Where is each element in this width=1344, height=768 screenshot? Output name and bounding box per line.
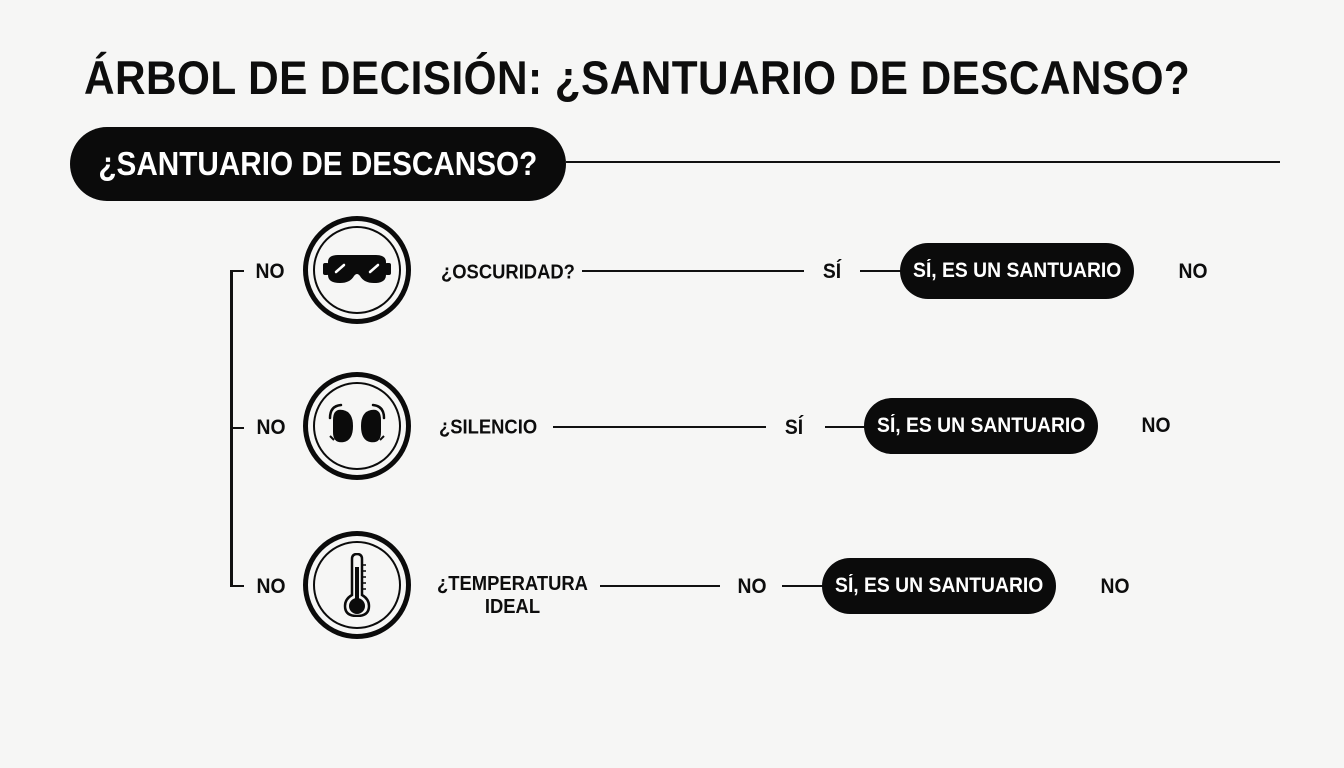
- spine-tick-2: [230, 427, 244, 429]
- row3-line-b: [782, 585, 826, 587]
- row3-line-a: [600, 585, 720, 587]
- page-title: ÁRBOL DE DECISIÓN: ¿SANTUARIO DE DESCANS…: [84, 51, 1191, 104]
- row2-branch-label: SÍ: [784, 416, 804, 439]
- row3-end-label: NO: [1100, 575, 1130, 598]
- row3-icon-circle: [303, 531, 411, 639]
- sleep-mask-icon: [323, 255, 391, 283]
- row1-icon-circle: [303, 216, 411, 324]
- root-connector-line: [566, 161, 1280, 163]
- row1-branch-label: SÍ: [822, 260, 842, 283]
- row2-end-label: NO: [1141, 414, 1171, 437]
- row1-question: ¿OSCURIDAD?: [441, 261, 575, 284]
- row3-branch-label: NO: [737, 575, 767, 598]
- row3-question: ¿TEMPERATURA IDEAL: [437, 573, 588, 619]
- root-node: ¿SANTUARIO DE DESCANSO?: [70, 127, 566, 201]
- spine-tick-3: [230, 585, 244, 587]
- row3-question-line1: ¿TEMPERATURA: [437, 573, 588, 595]
- row2-result-node: SÍ, ES UN SANTUARIO: [864, 398, 1098, 454]
- row3-result-label: SÍ, ES UN SANTUARIO: [834, 574, 1044, 597]
- row2-line-b: [825, 426, 869, 428]
- row1-result-label: SÍ, ES UN SANTUARIO: [912, 259, 1122, 282]
- row2-question: ¿SILENCIO: [439, 416, 538, 439]
- row3-no-label: NO: [256, 575, 286, 598]
- thermometer-icon: [343, 553, 371, 617]
- spine-tick-1: [230, 270, 244, 272]
- row2-line-a: [553, 426, 766, 428]
- row1-line-b: [860, 270, 904, 272]
- root-node-label: ¿SANTUARIO DE DESCANSO?: [98, 145, 538, 182]
- row1-end-label: NO: [1178, 260, 1208, 283]
- row2-result-label: SÍ, ES UN SANTUARIO: [876, 414, 1086, 437]
- row1-line-a: [582, 270, 804, 272]
- earplugs-icon: [328, 403, 386, 443]
- row2-icon-circle: [303, 372, 411, 480]
- row1-no-label: NO: [255, 260, 285, 283]
- row3-result-node: SÍ, ES UN SANTUARIO: [822, 558, 1056, 614]
- row1-result-node: SÍ, ES UN SANTUARIO: [900, 243, 1134, 299]
- row2-no-label: NO: [256, 416, 286, 439]
- row3-question-line2: IDEAL: [484, 596, 541, 618]
